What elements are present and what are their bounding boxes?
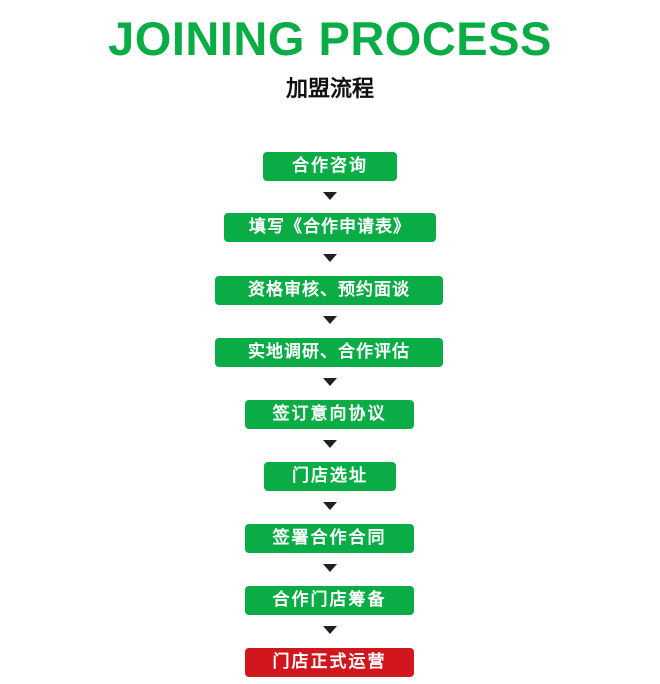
down-arrow-icon xyxy=(323,378,337,386)
down-arrow-icon xyxy=(323,192,337,200)
step-intent-agreement: 签订意向协议 xyxy=(245,400,414,429)
page-subtitle: 加盟流程 xyxy=(285,77,374,102)
step-site-selection: 门店选址 xyxy=(264,462,396,491)
step-sign-contract: 签署合作合同 xyxy=(245,524,414,553)
page-title: JOINING PROCESS xyxy=(108,12,552,65)
down-arrow-icon xyxy=(323,440,337,448)
step-store-opening: 门店正式运营 xyxy=(245,648,414,677)
step-site-survey: 实地调研、合作评估 xyxy=(215,338,443,367)
down-arrow-icon xyxy=(323,626,337,634)
down-arrow-icon xyxy=(323,564,337,572)
step-qualification-review: 资格审核、预约面谈 xyxy=(215,276,443,305)
down-arrow-icon xyxy=(323,254,337,262)
step-application-form: 填写《合作申请表》 xyxy=(224,213,436,242)
step-consultation: 合作咨询 xyxy=(263,152,397,181)
step-store-preparation: 合作门店筹备 xyxy=(245,586,414,615)
down-arrow-icon xyxy=(323,316,337,324)
down-arrow-icon xyxy=(323,502,337,510)
